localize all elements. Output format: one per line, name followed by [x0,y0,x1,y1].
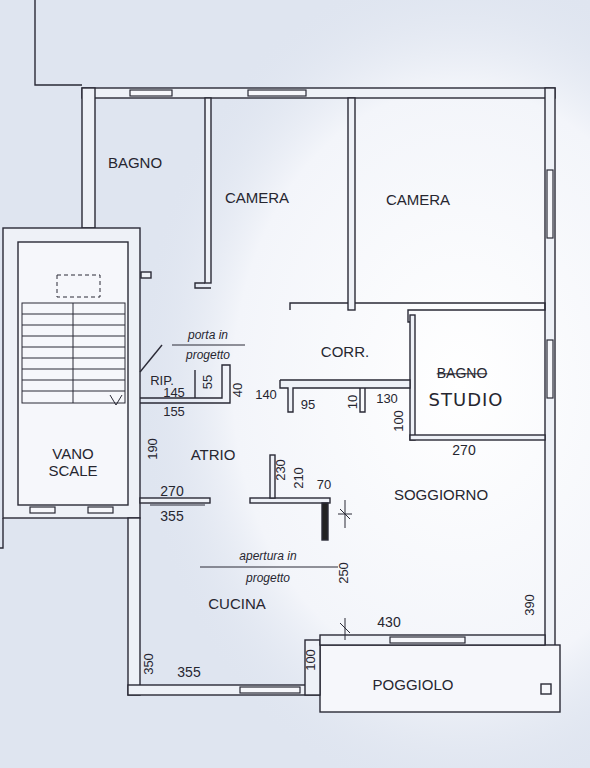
dimension: 100 [392,410,406,432]
room-name: VANO SCALE [41,446,105,479]
stair-tread [22,347,125,348]
room-name: CUCINA [208,596,266,613]
room-name: CAMERA [386,192,450,209]
stair-tread [22,314,125,315]
dimension: 250 [337,562,351,584]
room-name: ATRIO [191,447,236,464]
dimension: 230 [274,459,288,481]
room-name: CORR. [321,344,369,361]
dimension: 100 [304,649,318,671]
walls [0,0,560,712]
note: porta in progetto [175,325,241,365]
stair-tread [22,358,125,359]
stair-tread [22,391,125,392]
room-name: BAGNO [108,155,162,172]
dimension: 390 [523,594,537,616]
dimension: 40 [231,383,245,397]
stairs [22,275,125,405]
dimension: 145 [163,386,185,400]
stair-tread [22,380,125,381]
room-name: BAGNO [437,366,488,381]
dimension: 270 [160,484,183,499]
room-name: CAMERA [225,190,289,207]
dimension: 55 [201,375,215,389]
stair-tread [22,369,125,370]
room-name: POGGIOLO [373,677,454,694]
dimension: 95 [301,398,315,412]
dimension: 350 [142,653,156,675]
stair-tread [22,336,125,337]
stair-tread [22,325,125,326]
dimension: 155 [163,405,185,419]
dimension: 140 [255,388,277,402]
dimension: 210 [292,467,306,489]
dimension-lines [150,345,352,640]
dimension: 355 [177,665,200,680]
room-name: SOGGIORNO [394,487,488,504]
dimension: 10 [346,395,360,409]
dimension: 355 [160,509,183,524]
note: apertura in progetto [220,545,316,589]
dimension: 430 [377,615,400,630]
room-name: STUDIO [429,390,504,410]
dimension: 70 [317,478,331,492]
dimension: 130 [376,392,398,406]
dimension: 190 [146,438,160,460]
dimension: 270 [452,443,475,458]
